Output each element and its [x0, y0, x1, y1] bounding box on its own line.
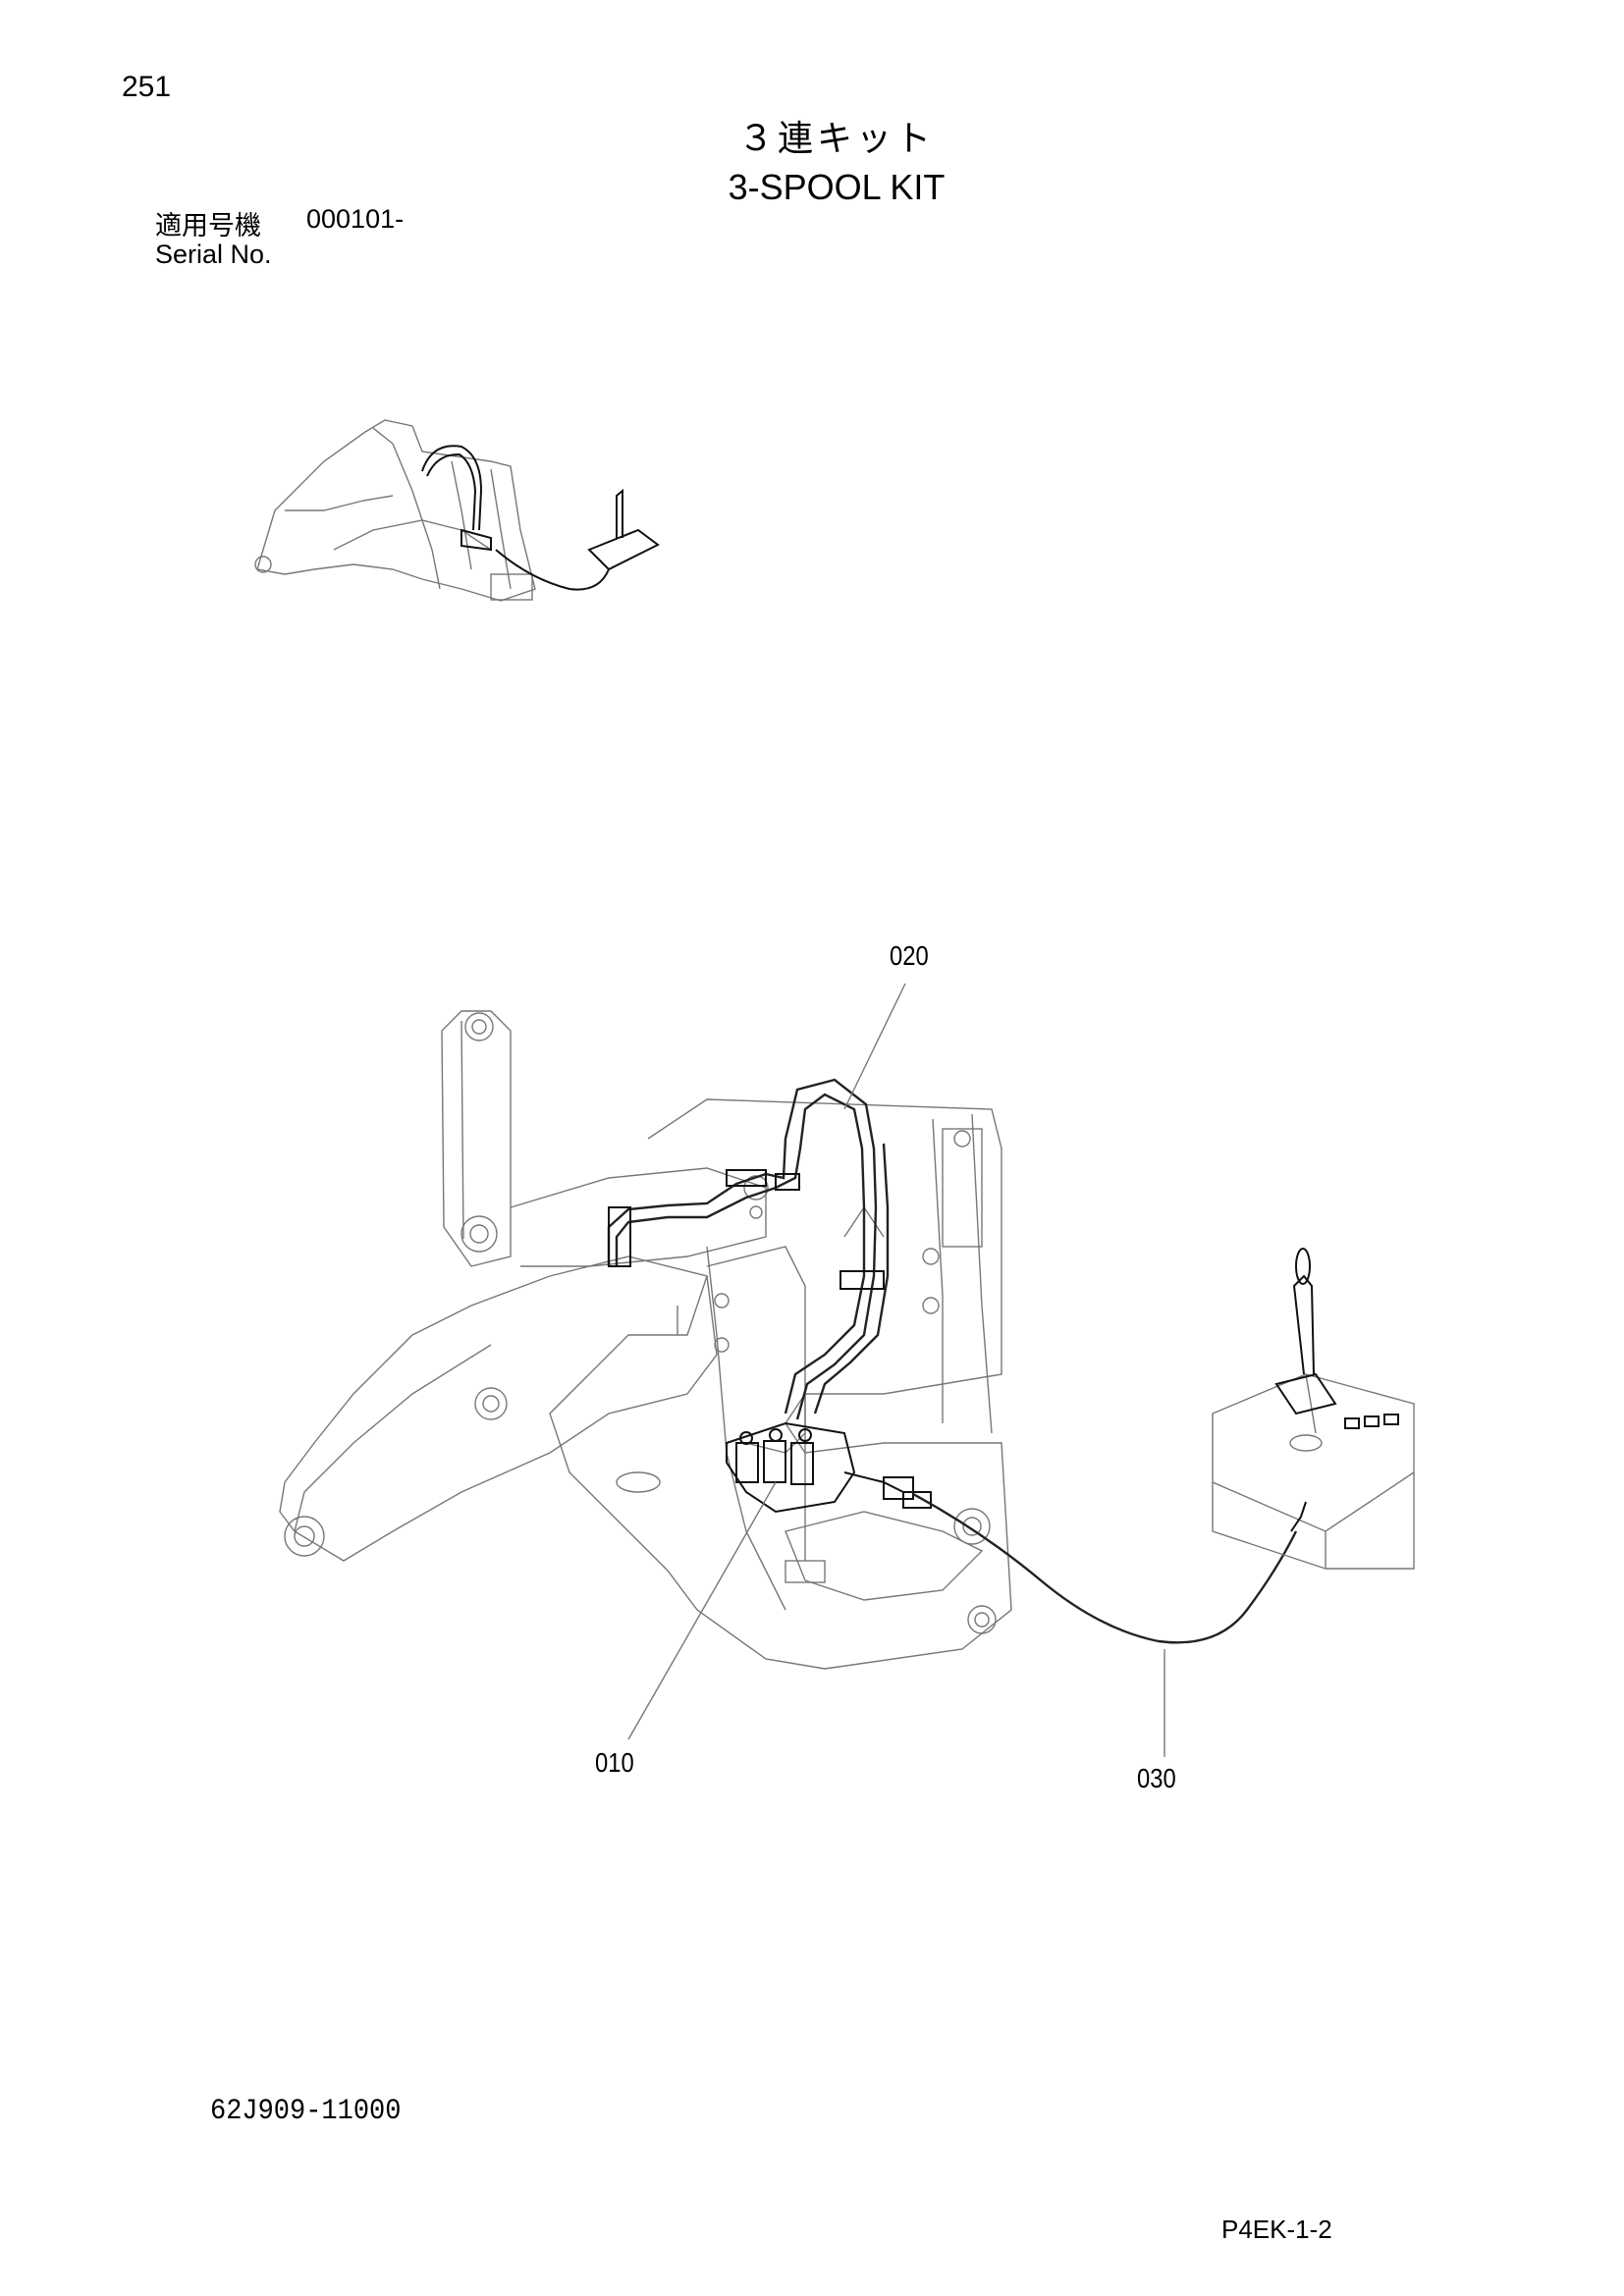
title-english: 3-SPOOL KIT — [728, 167, 946, 207]
hose-assembly — [607, 1078, 890, 1420]
loader-frame — [279, 1010, 1012, 1670]
page-number: 251 — [122, 71, 172, 103]
callout-020: 020 — [890, 940, 929, 971]
callout-010: 010 — [595, 1747, 634, 1778]
title-japanese: ３連キット — [737, 118, 935, 158]
serial-number-value: 000101- — [306, 204, 405, 234]
callout-030: 030 — [1137, 1763, 1176, 1793]
overview-drawing — [254, 419, 660, 602]
part-code: 62J909-11000 — [210, 2095, 402, 2128]
leader-lines — [627, 983, 1165, 1757]
serial-label-english: Serial No. — [155, 240, 272, 269]
control-lever-box — [1212, 1248, 1415, 1570]
control-valve — [726, 1421, 932, 1514]
control-cable — [912, 1492, 1298, 1644]
page-reference: P4EK-1-2 — [1221, 2215, 1332, 2244]
serial-label-japanese: 適用号機 — [155, 211, 261, 240]
